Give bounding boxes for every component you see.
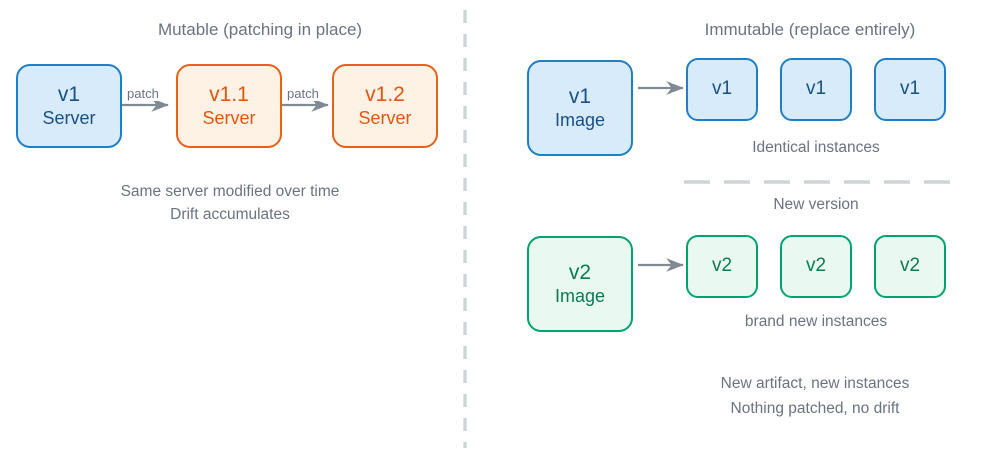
node-v1-2-server[interactable]: v1.2 Server bbox=[332, 64, 438, 148]
node-v1-image[interactable]: v1 Image bbox=[527, 60, 633, 156]
right-panel-title: Immutable (replace entirely) bbox=[704, 20, 916, 39]
caption-brand-new-instances: brand new instances bbox=[744, 313, 888, 330]
left-caption-drift-line1: Same server modified over time bbox=[120, 183, 340, 200]
node-role: Server bbox=[358, 107, 412, 128]
node-role: Image bbox=[554, 109, 606, 130]
instance-version: v2 bbox=[711, 255, 733, 277]
caption-identical-instances: Identical instances bbox=[752, 139, 880, 156]
node-v1-server[interactable]: v1 Server bbox=[16, 64, 122, 148]
right-caption-line2: Nothing patched, no drift bbox=[730, 400, 900, 417]
node-v2-image[interactable]: v2 Image bbox=[527, 236, 633, 332]
node-role: Image bbox=[554, 285, 606, 306]
instance-version: v1 bbox=[805, 78, 827, 100]
node-v1-1-server[interactable]: v1.1 Server bbox=[176, 64, 282, 148]
instance-v2-2[interactable]: v2 bbox=[780, 235, 852, 298]
left-caption-drift-line2: Drift accumulates bbox=[170, 206, 290, 223]
right-caption-line1: New artifact, new instances bbox=[720, 375, 910, 392]
node-version: v1.1 bbox=[209, 83, 249, 106]
node-version: v1.2 bbox=[365, 83, 405, 106]
instance-v1-3[interactable]: v1 bbox=[874, 58, 946, 121]
instance-version: v1 bbox=[899, 78, 921, 100]
node-version: v1 bbox=[57, 83, 81, 106]
node-version: v1 bbox=[568, 85, 592, 108]
instance-v2-1[interactable]: v2 bbox=[686, 235, 758, 298]
patch-label-1: patch bbox=[126, 86, 160, 101]
label-new-version: New version bbox=[773, 196, 859, 213]
patch-label-2: patch bbox=[286, 86, 320, 101]
left-panel-title: Mutable (patching in place) bbox=[157, 20, 363, 39]
instance-version: v2 bbox=[899, 255, 921, 277]
instance-version: v1 bbox=[711, 78, 733, 100]
node-role: Server bbox=[42, 107, 96, 128]
node-role: Server bbox=[202, 107, 256, 128]
instance-v2-3[interactable]: v2 bbox=[874, 235, 946, 298]
node-version: v2 bbox=[568, 261, 592, 284]
instance-v1-1[interactable]: v1 bbox=[686, 58, 758, 121]
instance-v1-2[interactable]: v1 bbox=[780, 58, 852, 121]
instance-version: v2 bbox=[805, 255, 827, 277]
